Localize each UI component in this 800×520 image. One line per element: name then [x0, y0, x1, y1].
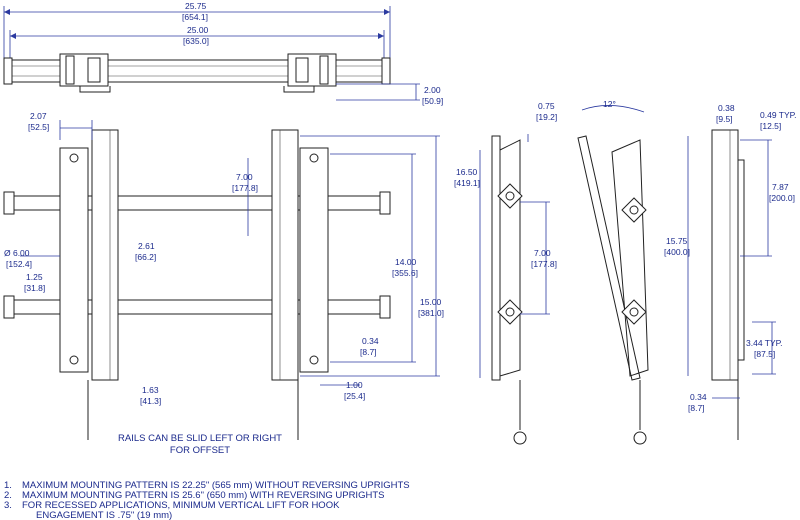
dim-rail-width-mm: [635.0] — [183, 36, 209, 46]
dim-rail-diameter: Ø 6.00 — [4, 248, 30, 258]
dim-side-height-mm: [419.1] — [454, 178, 480, 188]
profile-view — [687, 129, 776, 440]
note-text: MAXIMUM MOUNTING PATTERN IS 25.6" (650 m… — [22, 490, 384, 501]
dim-rail-depth-mm: [50.9] — [422, 96, 443, 106]
dim-side-depth-mm: [19.2] — [536, 112, 557, 122]
dim-bottom-slot: 3.44 TYP. — [746, 338, 783, 348]
dim-hook-spacing: 7.00 — [236, 172, 253, 182]
dim-upright-offset: 2.61 — [138, 241, 155, 251]
dim-hook-depth: 0.34 — [362, 336, 379, 346]
dim-top-offset-mm: [12.5] — [760, 121, 781, 131]
dim-vertical-pattern: 14.00 — [395, 257, 417, 267]
notes-list: 1. MAXIMUM MOUNTING PATTERN IS 22.25" (5… — [4, 480, 410, 520]
rail-note-line-2: FOR OFFSET — [170, 445, 230, 456]
dim-upright-height: 15.00 — [420, 297, 442, 307]
front-view — [3, 120, 440, 440]
note-number: 2. — [4, 490, 12, 501]
note-number: 3. — [4, 500, 12, 511]
dim-rail-gap: 1.25 — [26, 272, 43, 282]
dim-side-depth: 0.75 — [538, 101, 555, 111]
dim-rail-depth: 2.00 — [424, 85, 441, 95]
dim-upright-offset-mm: [66.2] — [135, 252, 156, 262]
dim-vertical-pattern-mm: [355.6] — [392, 268, 418, 278]
dim-profile-depth-mm: [9.5] — [716, 114, 733, 124]
dim-bottom-offset-right: 1.00 — [346, 380, 363, 390]
dim-side-hole-spacing: 7.00 — [534, 248, 551, 258]
dim-profile-depth: 0.38 — [718, 103, 735, 113]
dim-slot-spacing-mm: [200.0] — [769, 193, 795, 203]
tilted-side-view — [577, 105, 649, 445]
dim-upright-width: 2.07 — [30, 111, 47, 121]
note-number: 1. — [4, 480, 12, 491]
dim-rail-diameter-mm: [152.4] — [6, 259, 32, 269]
note-text: ENGAGEMENT IS .75" (19 mm) — [36, 510, 172, 520]
dim-side-hole-spacing-mm: [177.8] — [531, 259, 557, 269]
note-text: FOR RECESSED APPLICATIONS, MINIMUM VERTI… — [22, 500, 340, 511]
dim-slot-spacing: 7.87 — [772, 182, 789, 192]
dim-profile-height-mm: [400.0] — [664, 247, 690, 257]
note-text: MAXIMUM MOUNTING PATTERN IS 22.25" (565 … — [22, 480, 410, 491]
dim-bottom-slot-mm: [87.5] — [754, 349, 775, 359]
dim-tilt-angle: 12° — [603, 99, 616, 109]
dim-hook-spacing-mm: [177.8] — [232, 183, 258, 193]
dim-bottom-offset-left: 1.63 — [142, 385, 159, 395]
dim-bottom-offset-left-mm: [41.3] — [140, 396, 161, 406]
rail-note-line-1: RAILS CAN BE SLID LEFT OR RIGHT — [118, 433, 282, 444]
dim-profile-height: 15.75 — [666, 236, 688, 246]
dim-top-offset: 0.49 TYP. — [760, 110, 797, 120]
dim-overall-width: 25.75 — [185, 1, 207, 11]
dim-upright-width-mm: [52.5] — [28, 122, 49, 132]
dim-side-height: 16.50 — [456, 167, 478, 177]
dim-profile-bottom-depth-mm: [8.7] — [688, 403, 705, 413]
dim-overall-width-mm: [654.1] — [182, 12, 208, 22]
dim-upright-height-mm: [381.0] — [418, 308, 444, 318]
top-view — [3, 6, 420, 101]
dim-profile-bottom-depth: 0.34 — [690, 392, 707, 402]
dim-bottom-offset-right-mm: [25.4] — [344, 391, 365, 401]
dim-rail-width: 25.00 — [187, 25, 209, 35]
dim-rail-gap-mm: [31.8] — [24, 283, 45, 293]
dim-hook-depth-mm: [8.7] — [360, 347, 377, 357]
side-view — [479, 134, 550, 445]
